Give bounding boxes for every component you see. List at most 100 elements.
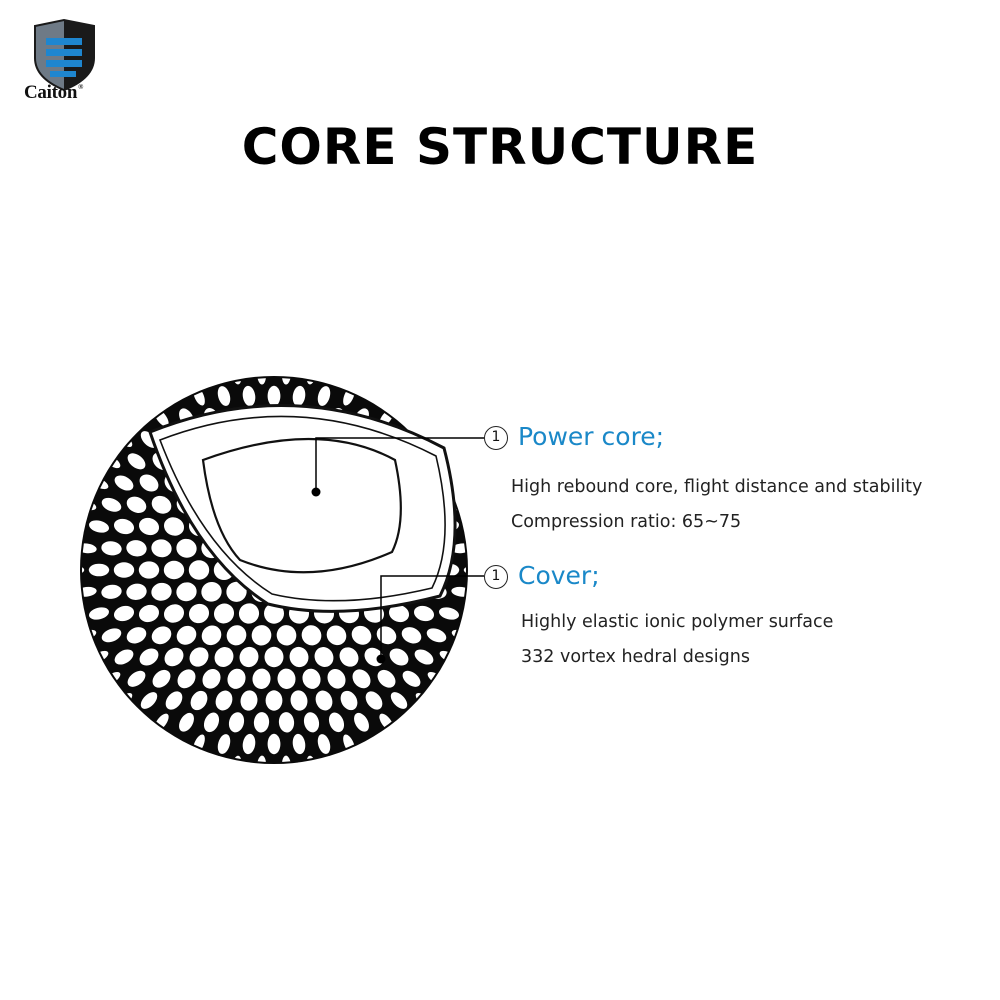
dimple — [151, 582, 172, 601]
dimple — [267, 385, 281, 407]
dimple — [215, 690, 233, 711]
dimple — [163, 560, 185, 580]
dimple — [114, 649, 134, 665]
dimple — [214, 647, 234, 667]
dimple — [190, 690, 208, 711]
dimple — [328, 712, 345, 733]
dimple — [317, 734, 331, 754]
dimple — [151, 626, 172, 645]
dimple — [264, 603, 284, 624]
dimple — [451, 543, 466, 554]
dimple — [89, 607, 109, 620]
dimple — [327, 668, 346, 689]
dimple — [314, 647, 334, 667]
dimple — [389, 648, 409, 666]
dimple — [163, 604, 185, 623]
callout-number-badge: 1 — [484, 565, 508, 589]
dimple — [302, 668, 321, 689]
dimple — [176, 625, 197, 645]
dimple — [113, 605, 135, 622]
dimple — [126, 627, 147, 644]
dimple — [339, 647, 359, 667]
dimple — [240, 690, 258, 711]
dimple — [226, 581, 247, 602]
dimple — [281, 755, 292, 762]
dimple — [188, 603, 210, 624]
dimple — [276, 625, 297, 646]
dimple — [277, 668, 296, 689]
dimple — [82, 586, 97, 597]
dimple — [340, 690, 358, 711]
dimple — [164, 647, 184, 667]
dimple — [351, 625, 372, 645]
dimple — [217, 734, 231, 754]
dimple — [101, 497, 122, 512]
dimple — [82, 543, 97, 554]
dimple — [317, 386, 331, 406]
dimple — [289, 646, 309, 668]
dimple — [101, 541, 122, 556]
dimple — [292, 385, 306, 407]
power-core-description-line: High rebound core, flight distance and s… — [511, 477, 923, 497]
dimple — [326, 625, 347, 646]
dimple — [242, 385, 256, 407]
dimple — [217, 386, 231, 406]
dimple — [303, 712, 320, 733]
dimple — [278, 712, 295, 733]
dimple — [253, 712, 270, 733]
cover-heading: Cover; — [518, 561, 600, 590]
dimple — [152, 669, 171, 688]
dimple — [114, 475, 134, 491]
dimple — [252, 668, 271, 689]
cover-description-line: 332 vortex hedral designs — [521, 647, 750, 667]
dimple — [242, 733, 256, 755]
dimple — [281, 378, 292, 385]
dimple — [226, 625, 247, 646]
dimple — [202, 668, 221, 689]
dimple — [101, 628, 122, 643]
dimple — [113, 562, 135, 578]
cover-description-line: Highly elastic ionic polymer surface — [521, 612, 834, 632]
dimple — [179, 712, 194, 732]
dimple — [138, 604, 160, 623]
dimple — [256, 755, 267, 762]
dimple — [176, 582, 197, 602]
dimple — [126, 496, 147, 513]
dimple — [140, 692, 158, 709]
dimple — [264, 646, 284, 668]
dimple — [163, 517, 185, 536]
cover-leader-line — [380, 575, 484, 659]
caiton-logo-shield-icon — [34, 18, 95, 92]
dimple — [290, 690, 308, 711]
dimple — [390, 692, 408, 709]
dimple — [251, 625, 272, 646]
dimple — [239, 646, 259, 668]
power-core-description-line: Compression ratio: 65~75 — [511, 512, 742, 532]
dimple — [126, 540, 147, 557]
dimple — [151, 495, 172, 514]
dimple — [414, 649, 434, 665]
dimple — [238, 603, 260, 624]
power-core-shape — [201, 437, 402, 574]
dimple — [188, 560, 210, 580]
callout-number-badge: 1 — [484, 426, 508, 450]
page-title: CORE STRUCTURE — [241, 118, 759, 176]
dimple — [213, 603, 235, 624]
dimple — [439, 607, 459, 620]
dimple — [352, 669, 371, 689]
dimple — [315, 690, 333, 711]
dimple — [189, 647, 209, 667]
dimple — [101, 584, 122, 599]
dimple — [138, 561, 160, 579]
dimple — [413, 605, 435, 622]
dimple — [292, 733, 306, 755]
dimple — [301, 625, 322, 646]
dimple — [165, 691, 183, 710]
dimple — [127, 670, 146, 687]
dimple — [227, 668, 246, 689]
dimple — [139, 474, 159, 492]
dimple — [151, 539, 172, 558]
dimple — [265, 690, 283, 711]
dimple — [203, 712, 220, 733]
dimple — [113, 518, 135, 535]
